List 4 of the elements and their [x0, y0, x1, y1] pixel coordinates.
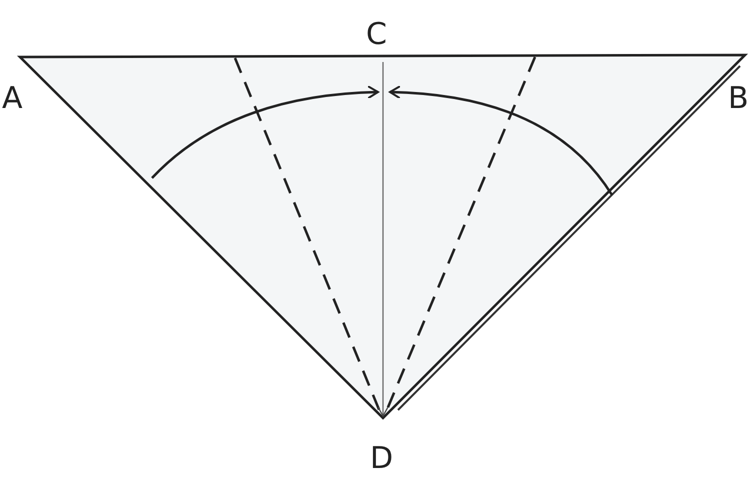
- point-label: C: [366, 20, 387, 50]
- point-label: D: [370, 444, 394, 474]
- point-label: B: [728, 84, 749, 114]
- point-label: A: [2, 84, 23, 114]
